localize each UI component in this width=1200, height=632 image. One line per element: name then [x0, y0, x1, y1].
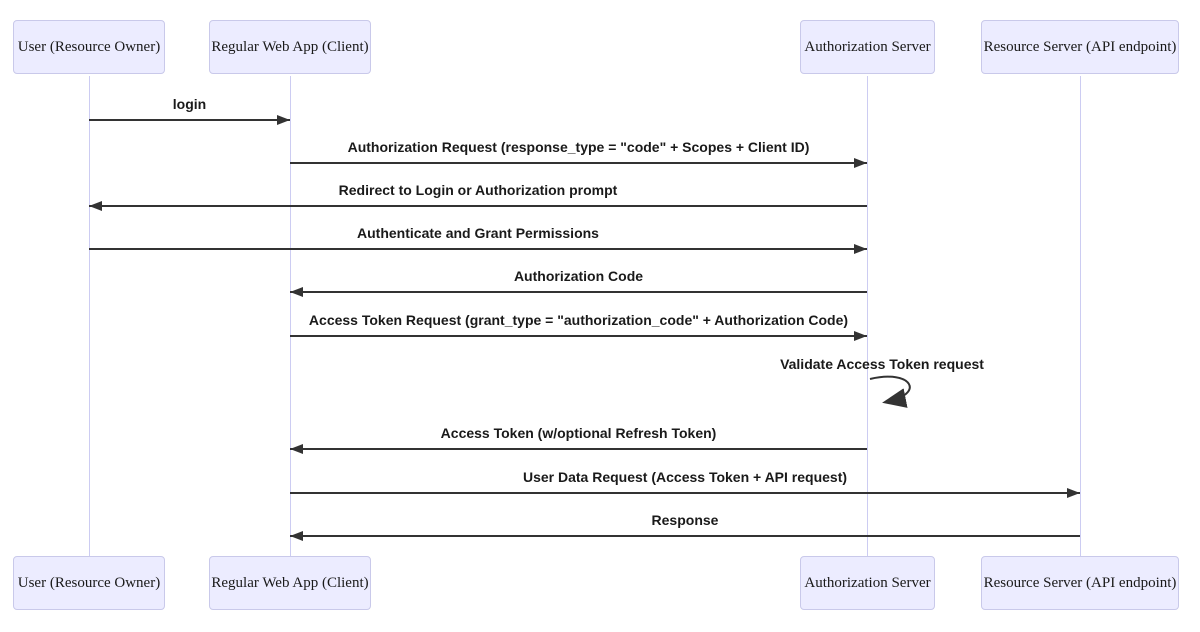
message-user-data-request-label: User Data Request (Access Token + API re… — [522, 469, 848, 485]
actor-user-bottom: User (Resource Owner) — [13, 556, 165, 610]
message-access-token-line — [290, 448, 867, 450]
arrowhead-left-icon — [290, 531, 303, 541]
message-login-line — [89, 119, 290, 121]
message-response-label: Response — [651, 512, 719, 528]
actor-client-label: Regular Web App (Client) — [211, 38, 369, 55]
message-response-line — [290, 535, 1080, 537]
actor-resource-label: Resource Server (API endpoint) — [983, 574, 1177, 591]
actor-auth-top: Authorization Server — [800, 20, 935, 74]
actor-client-label: Regular Web App (Client) — [211, 574, 369, 591]
lifeline-auth — [867, 76, 868, 556]
self-loop-arrow-icon — [869, 375, 911, 408]
actor-user-label: User (Resource Owner) — [17, 574, 161, 591]
actor-auth-label: Authorization Server — [804, 574, 931, 591]
actor-auth-bottom: Authorization Server — [800, 556, 935, 610]
arrowhead-right-icon — [854, 331, 867, 341]
message-authenticate-label: Authenticate and Grant Permissions — [357, 225, 599, 241]
lifeline-client — [290, 76, 291, 556]
arrowhead-left-icon — [290, 287, 303, 297]
message-access-token-request-line — [290, 335, 867, 337]
lifeline-resource — [1080, 76, 1081, 556]
actor-auth-label: Authorization Server — [804, 38, 931, 55]
arrowhead-right-icon — [277, 115, 290, 125]
message-access-token-request-label: Access Token Request (grant_type = "auth… — [308, 312, 849, 328]
arrowhead-left-icon — [290, 444, 303, 454]
actor-client-bottom: Regular Web App (Client) — [209, 556, 371, 610]
actor-user-top: User (Resource Owner) — [13, 20, 165, 74]
message-authorization-code-line — [290, 291, 867, 293]
message-redirect-label: Redirect to Login or Authorization promp… — [338, 182, 618, 198]
message-login-label: login — [172, 96, 207, 112]
actor-resource-bottom: Resource Server (API endpoint) — [981, 556, 1179, 610]
message-authorization-request-label: Authorization Request (response_type = "… — [347, 139, 810, 155]
arrowhead-right-icon — [854, 158, 867, 168]
actor-resource-label: Resource Server (API endpoint) — [983, 38, 1177, 55]
actor-client-top: Regular Web App (Client) — [209, 20, 371, 74]
arrowhead-left-icon — [89, 201, 102, 211]
actor-resource-top: Resource Server (API endpoint) — [981, 20, 1179, 74]
message-user-data-request-line — [290, 492, 1080, 494]
message-authorization-request-line — [290, 162, 867, 164]
arrowhead-right-icon — [1067, 488, 1080, 498]
message-redirect-line — [89, 205, 867, 207]
lifeline-user — [89, 76, 90, 556]
message-access-token-label: Access Token (w/optional Refresh Token) — [440, 425, 717, 441]
message-authorization-code-label: Authorization Code — [513, 268, 644, 284]
actor-user-label: User (Resource Owner) — [17, 38, 161, 55]
message-authenticate-line — [89, 248, 867, 250]
message-validate-token-label: Validate Access Token request — [780, 356, 984, 372]
arrowhead-right-icon — [854, 244, 867, 254]
